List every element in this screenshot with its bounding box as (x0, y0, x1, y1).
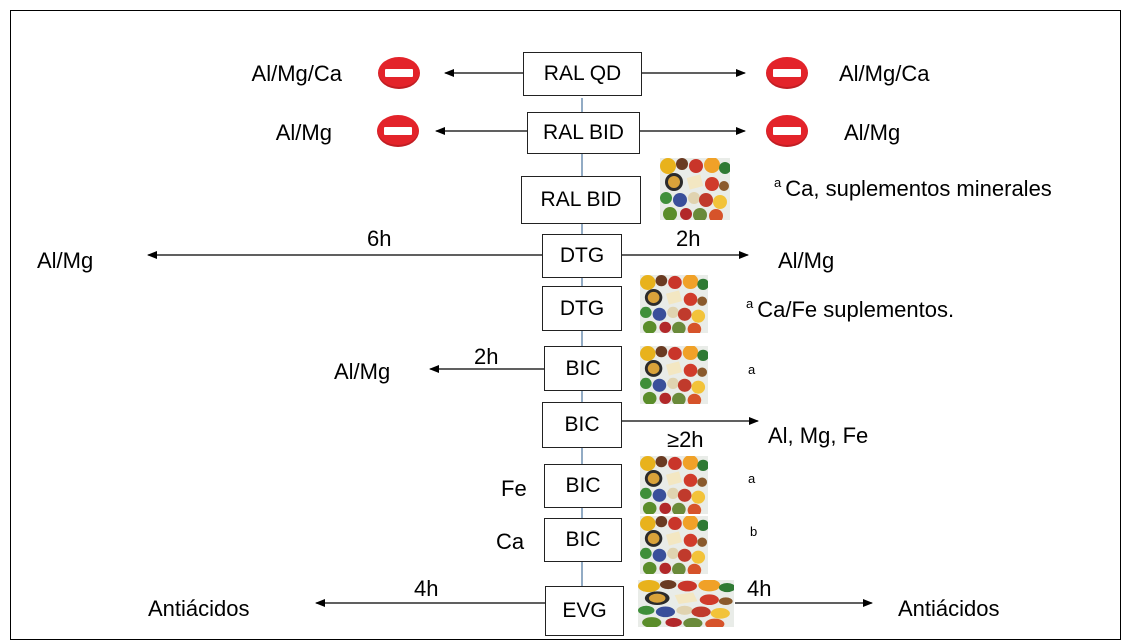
ral-bid-box-2: RAL BID (521, 176, 641, 224)
food-image (638, 580, 734, 627)
bic1-left-time: 2h (474, 344, 499, 369)
bic3-left-label: Fe (501, 476, 527, 501)
bic-label-4: BIC (565, 528, 601, 551)
dtg-left-time: 6h (367, 226, 392, 251)
evg-left-time: 4h (414, 576, 439, 601)
food-image (640, 516, 708, 574)
bic1-note-sup: a (748, 362, 756, 377)
ral-qd-box: RAL QD (523, 52, 642, 96)
ral-bid-label: RAL BID (543, 121, 624, 144)
dtg-left-label: Al/Mg (37, 248, 94, 273)
dtg-box-2: DTG (542, 286, 622, 331)
ral-qd-left-label: Al/Mg/Ca (251, 61, 342, 86)
evg-left-label: Antiácidos (148, 596, 250, 621)
food-image (660, 158, 730, 220)
bic-box-4: BIC (544, 518, 622, 562)
bic-label: BIC (565, 356, 601, 380)
bic1-left-label: Al/Mg (334, 359, 391, 384)
bic2-right-time: ≥2h (667, 427, 704, 452)
evg-box: EVG (545, 586, 624, 636)
dtg-note-sup: a (746, 296, 754, 311)
bic-box-2: BIC (542, 402, 622, 448)
ral-bid-note-text: Ca, suplementos minerales (785, 176, 1052, 201)
food-image (640, 346, 708, 404)
dtg-note-text: Ca/Fe suplementos. (757, 297, 955, 322)
evg-right-time: 4h (747, 576, 772, 601)
ral-bid-left-label: Al/Mg (275, 120, 332, 145)
bic-box: BIC (544, 346, 622, 391)
dtg-right-time: 2h (676, 226, 701, 251)
dtg-box: DTG (542, 234, 622, 278)
evg-right-label: Antiácidos (898, 596, 1000, 621)
no-entry-icon (378, 57, 420, 89)
dtg-right-label: Al/Mg (778, 248, 835, 273)
no-entry-icon (766, 115, 808, 147)
ral-bid-note-sup: a (774, 175, 782, 190)
bic-label-2: BIC (564, 413, 600, 436)
dtg-label-2: DTG (559, 296, 605, 320)
dtg-label: DTG (559, 244, 605, 267)
bic4-left-label: Ca (496, 529, 525, 554)
food-image (640, 456, 708, 514)
ral-bid-box: RAL BID (527, 112, 640, 154)
bic4-note-sup: b (750, 524, 758, 539)
no-entry-icon (766, 57, 808, 89)
bic-label-3: BIC (565, 474, 601, 497)
ral-qd-right-label: Al/Mg/Ca (839, 61, 930, 86)
bic2-right-label: Al, Mg, Fe (768, 423, 869, 448)
ral-qd-label: RAL QD (543, 62, 622, 85)
food-image (640, 275, 708, 333)
evg-label: EVG (562, 599, 607, 622)
bic-box-3: BIC (544, 464, 622, 508)
ral-bid-label-2: RAL BID (540, 188, 622, 211)
bic3-note-sup: a (748, 471, 756, 486)
no-entry-icon (377, 115, 419, 147)
ral-bid-right-label: Al/Mg (844, 120, 901, 145)
